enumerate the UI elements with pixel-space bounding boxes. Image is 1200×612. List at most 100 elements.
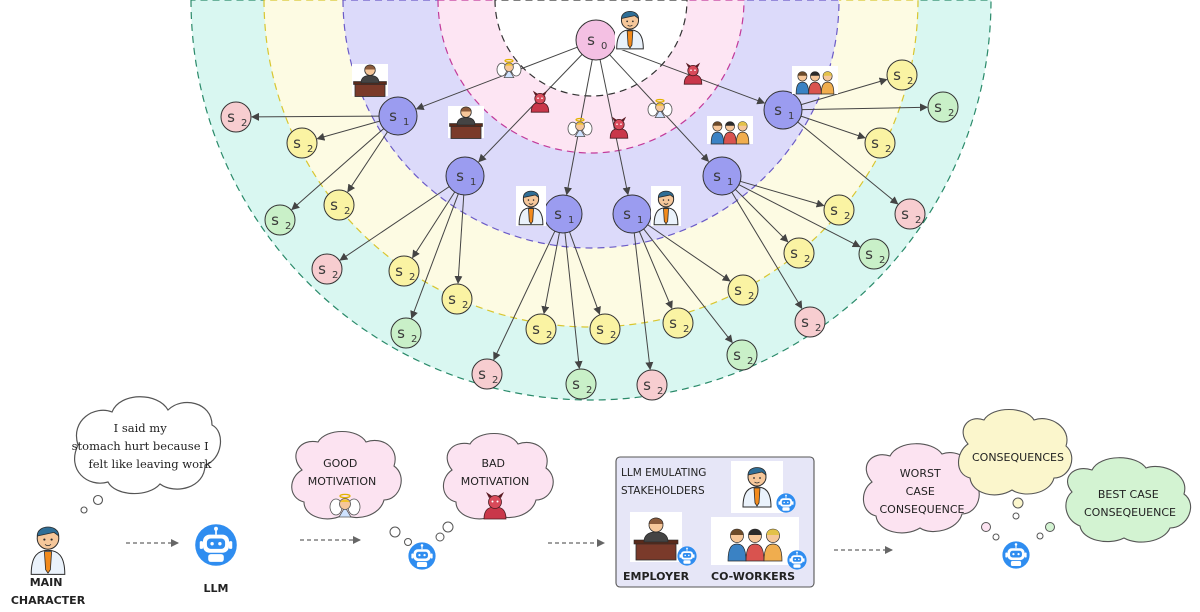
svg-text:2: 2 bbox=[586, 385, 592, 396]
svg-text:1: 1 bbox=[788, 111, 794, 122]
employer-icon bbox=[630, 512, 682, 562]
tree-edge bbox=[731, 192, 803, 310]
tree-edge bbox=[738, 184, 861, 248]
tree-edge bbox=[478, 54, 583, 163]
thought-bubble-dot bbox=[1012, 497, 1024, 509]
coworkers-icon bbox=[792, 66, 838, 95]
devil-icon bbox=[483, 492, 507, 520]
tree-edge bbox=[735, 189, 789, 243]
tree-edge bbox=[454, 194, 465, 285]
good-motivation-cloud: GOOD MOTIVATION bbox=[291, 431, 402, 520]
svg-text:2: 2 bbox=[344, 206, 350, 217]
svg-text:2: 2 bbox=[879, 255, 885, 266]
svg-text:s: s bbox=[389, 107, 397, 125]
tree-edge bbox=[797, 121, 899, 205]
worst-case-cloud: WORST CASE CONSEQUENCE bbox=[862, 443, 980, 534]
thought-bubble-dot bbox=[389, 526, 401, 538]
svg-text:s: s bbox=[790, 244, 798, 262]
svg-text:2: 2 bbox=[492, 375, 498, 386]
svg-text:2: 2 bbox=[462, 300, 468, 311]
svg-text:1: 1 bbox=[727, 177, 733, 188]
svg-text:s: s bbox=[448, 290, 456, 308]
angel-icon bbox=[496, 58, 522, 78]
svg-text:s: s bbox=[734, 281, 742, 299]
svg-text:s: s bbox=[623, 205, 631, 223]
tree-edge bbox=[569, 231, 601, 315]
bad-motivation-cloud: BAD MOTIVATION bbox=[442, 433, 554, 520]
svg-text:1: 1 bbox=[470, 177, 476, 188]
tree-edge bbox=[316, 120, 380, 141]
tree-edge bbox=[801, 103, 929, 112]
tree-edge bbox=[339, 186, 450, 261]
robot-badge-icon bbox=[677, 546, 697, 566]
svg-text:2: 2 bbox=[747, 356, 753, 367]
stakeholders-title: LLM EMULATING STAKEHOLDERS bbox=[621, 467, 710, 497]
svg-text:s: s bbox=[871, 134, 879, 152]
tree-edge bbox=[800, 115, 866, 140]
svg-text:s: s bbox=[774, 101, 782, 119]
bad-motivation-label: BAD MOTIVATION bbox=[461, 457, 529, 488]
thought-bubble-dot bbox=[992, 533, 1000, 541]
robot-badge-icon bbox=[787, 550, 807, 570]
devil-icon bbox=[530, 90, 550, 113]
tree-edge bbox=[250, 112, 380, 121]
tree-edge bbox=[564, 232, 583, 370]
tree-edge bbox=[638, 231, 673, 310]
svg-text:2: 2 bbox=[409, 272, 415, 283]
llm-robot-icon bbox=[1002, 541, 1030, 569]
svg-text:2: 2 bbox=[748, 291, 754, 302]
svg-text:s: s bbox=[830, 201, 838, 219]
svg-text:2: 2 bbox=[948, 108, 954, 119]
svg-text:s: s bbox=[395, 262, 403, 280]
tree-edge bbox=[410, 193, 459, 319]
svg-text:s: s bbox=[713, 167, 721, 185]
best-case-cloud: BEST CASE CONSEQEUENCE bbox=[1065, 457, 1192, 543]
svg-text:s: s bbox=[293, 134, 301, 152]
svg-text:s: s bbox=[643, 376, 651, 394]
main-character-icon bbox=[30, 526, 66, 575]
employer-icon bbox=[352, 64, 388, 97]
svg-text:2: 2 bbox=[657, 386, 663, 397]
svg-text:s: s bbox=[318, 260, 326, 278]
tree-edge bbox=[415, 46, 578, 111]
svg-text:s: s bbox=[865, 245, 873, 263]
employer-icon bbox=[448, 106, 484, 139]
llm-robot-icon bbox=[408, 542, 436, 570]
svg-text:2: 2 bbox=[285, 221, 291, 232]
robot-badge-icon bbox=[776, 493, 796, 513]
svg-text:s: s bbox=[587, 31, 595, 49]
angel-icon bbox=[567, 117, 593, 137]
svg-text:2: 2 bbox=[241, 118, 247, 129]
thought-bubble-dot bbox=[435, 532, 445, 542]
coworkers-icon bbox=[711, 517, 799, 565]
tree-edge bbox=[740, 180, 825, 208]
devil-icon bbox=[609, 116, 629, 139]
tree-edge bbox=[643, 228, 733, 344]
speech-text: I said my stomach hurt because I felt li… bbox=[72, 421, 213, 471]
thought-bubble-dot bbox=[1012, 512, 1020, 520]
tree-edge bbox=[291, 128, 385, 211]
svg-text:1: 1 bbox=[568, 215, 574, 226]
